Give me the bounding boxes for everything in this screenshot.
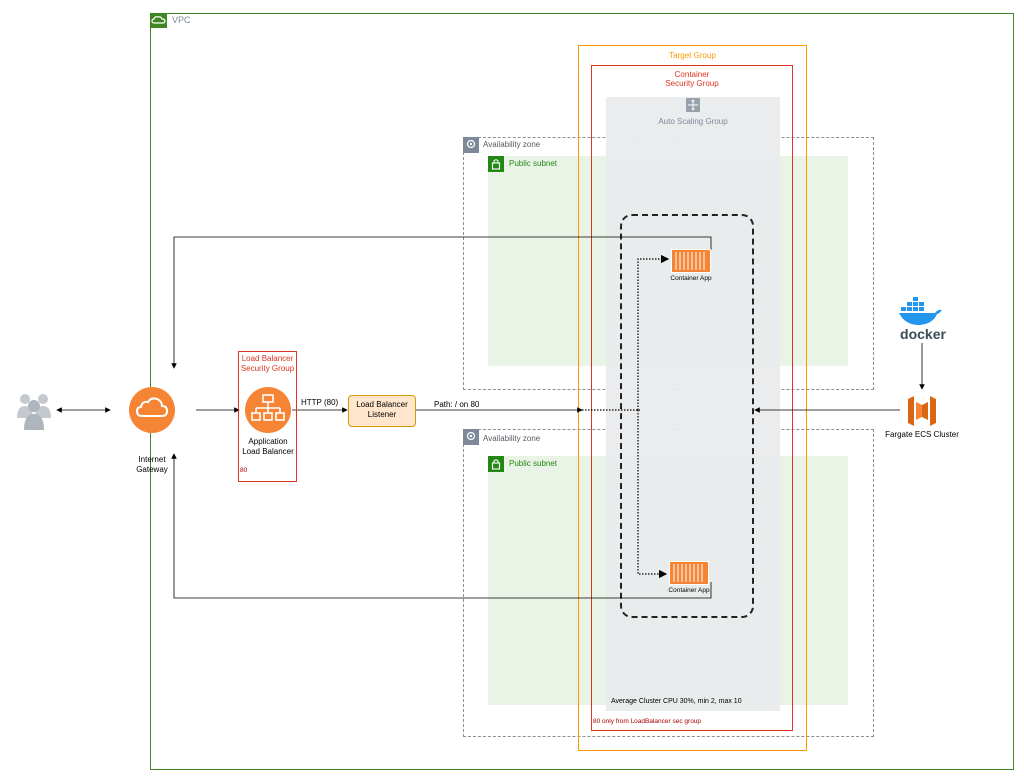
auto-scaling-icon <box>686 98 700 112</box>
cloud-icon <box>151 16 166 24</box>
lb-security-group-label-2: Security Group <box>240 364 295 373</box>
vpc-label: VPC <box>172 15 191 25</box>
location-pin-icon <box>463 429 479 445</box>
listener-label-2: Listener <box>367 410 397 419</box>
docker-icon <box>897 296 949 342</box>
cluster-to-container-1 <box>637 254 670 410</box>
lb-security-group-port: 80 <box>240 467 248 474</box>
container-icon <box>669 561 709 585</box>
users-icon <box>12 388 56 432</box>
public-subnet-2-label: Public subnet <box>509 459 558 468</box>
alb-label-1: Application <box>248 437 288 446</box>
load-balancer-icon <box>244 386 292 434</box>
auto-scaling-group-label: Auto Scaling Group <box>658 117 728 126</box>
load-balancer-security-group <box>238 351 297 482</box>
container-security-group-label-2: Security Group <box>665 79 719 88</box>
target-group <box>578 45 807 751</box>
container-1-return <box>171 236 712 369</box>
alb-label-2: Load Balancer <box>242 447 294 456</box>
cluster-to-container-2 <box>637 410 668 579</box>
listener-label-1: Load Balancer <box>356 400 408 409</box>
auto-scaling-note: Average Cluster CPU 30%, min 2, max 10 <box>611 698 742 705</box>
container-icon <box>671 249 711 273</box>
fargate-label: Fargate ECS Cluster <box>885 430 959 439</box>
load-balancer-listener <box>348 395 416 427</box>
public-subnet-1-label: Public subnet <box>509 159 558 168</box>
lock-icon <box>488 456 504 472</box>
internet-gateway-label-2: Gateway <box>136 465 168 474</box>
container-security-group-note: 80 only from LoadBalancer sec group <box>593 718 702 725</box>
lock-icon <box>488 156 504 172</box>
fargate-icon <box>904 393 940 429</box>
location-pin-icon <box>463 137 479 153</box>
docker-label: docker <box>900 326 946 342</box>
path-label: Path: / on 80 <box>434 400 480 409</box>
internet-gateway-label-1: Internet <box>138 455 166 464</box>
container-app-2-label: Container App <box>668 587 710 594</box>
target-group-label: Target Group <box>669 51 716 60</box>
ecs-cluster-boundary <box>620 214 754 618</box>
vpc-cloud-icon <box>150 13 167 28</box>
container-security-group <box>591 65 793 731</box>
container-app-1-label: Container App <box>670 275 712 282</box>
container-security-group-label-1: Container <box>674 70 710 79</box>
internet-gateway-icon <box>128 386 176 434</box>
http-label: HTTP (80) <box>301 398 339 407</box>
container-2-return <box>171 453 712 599</box>
availability-zone-2-label: Availability zone <box>483 434 541 443</box>
availability-zone-1-label: Availability zone <box>483 140 541 149</box>
lb-security-group-label-1: Load Balancer <box>241 354 294 363</box>
